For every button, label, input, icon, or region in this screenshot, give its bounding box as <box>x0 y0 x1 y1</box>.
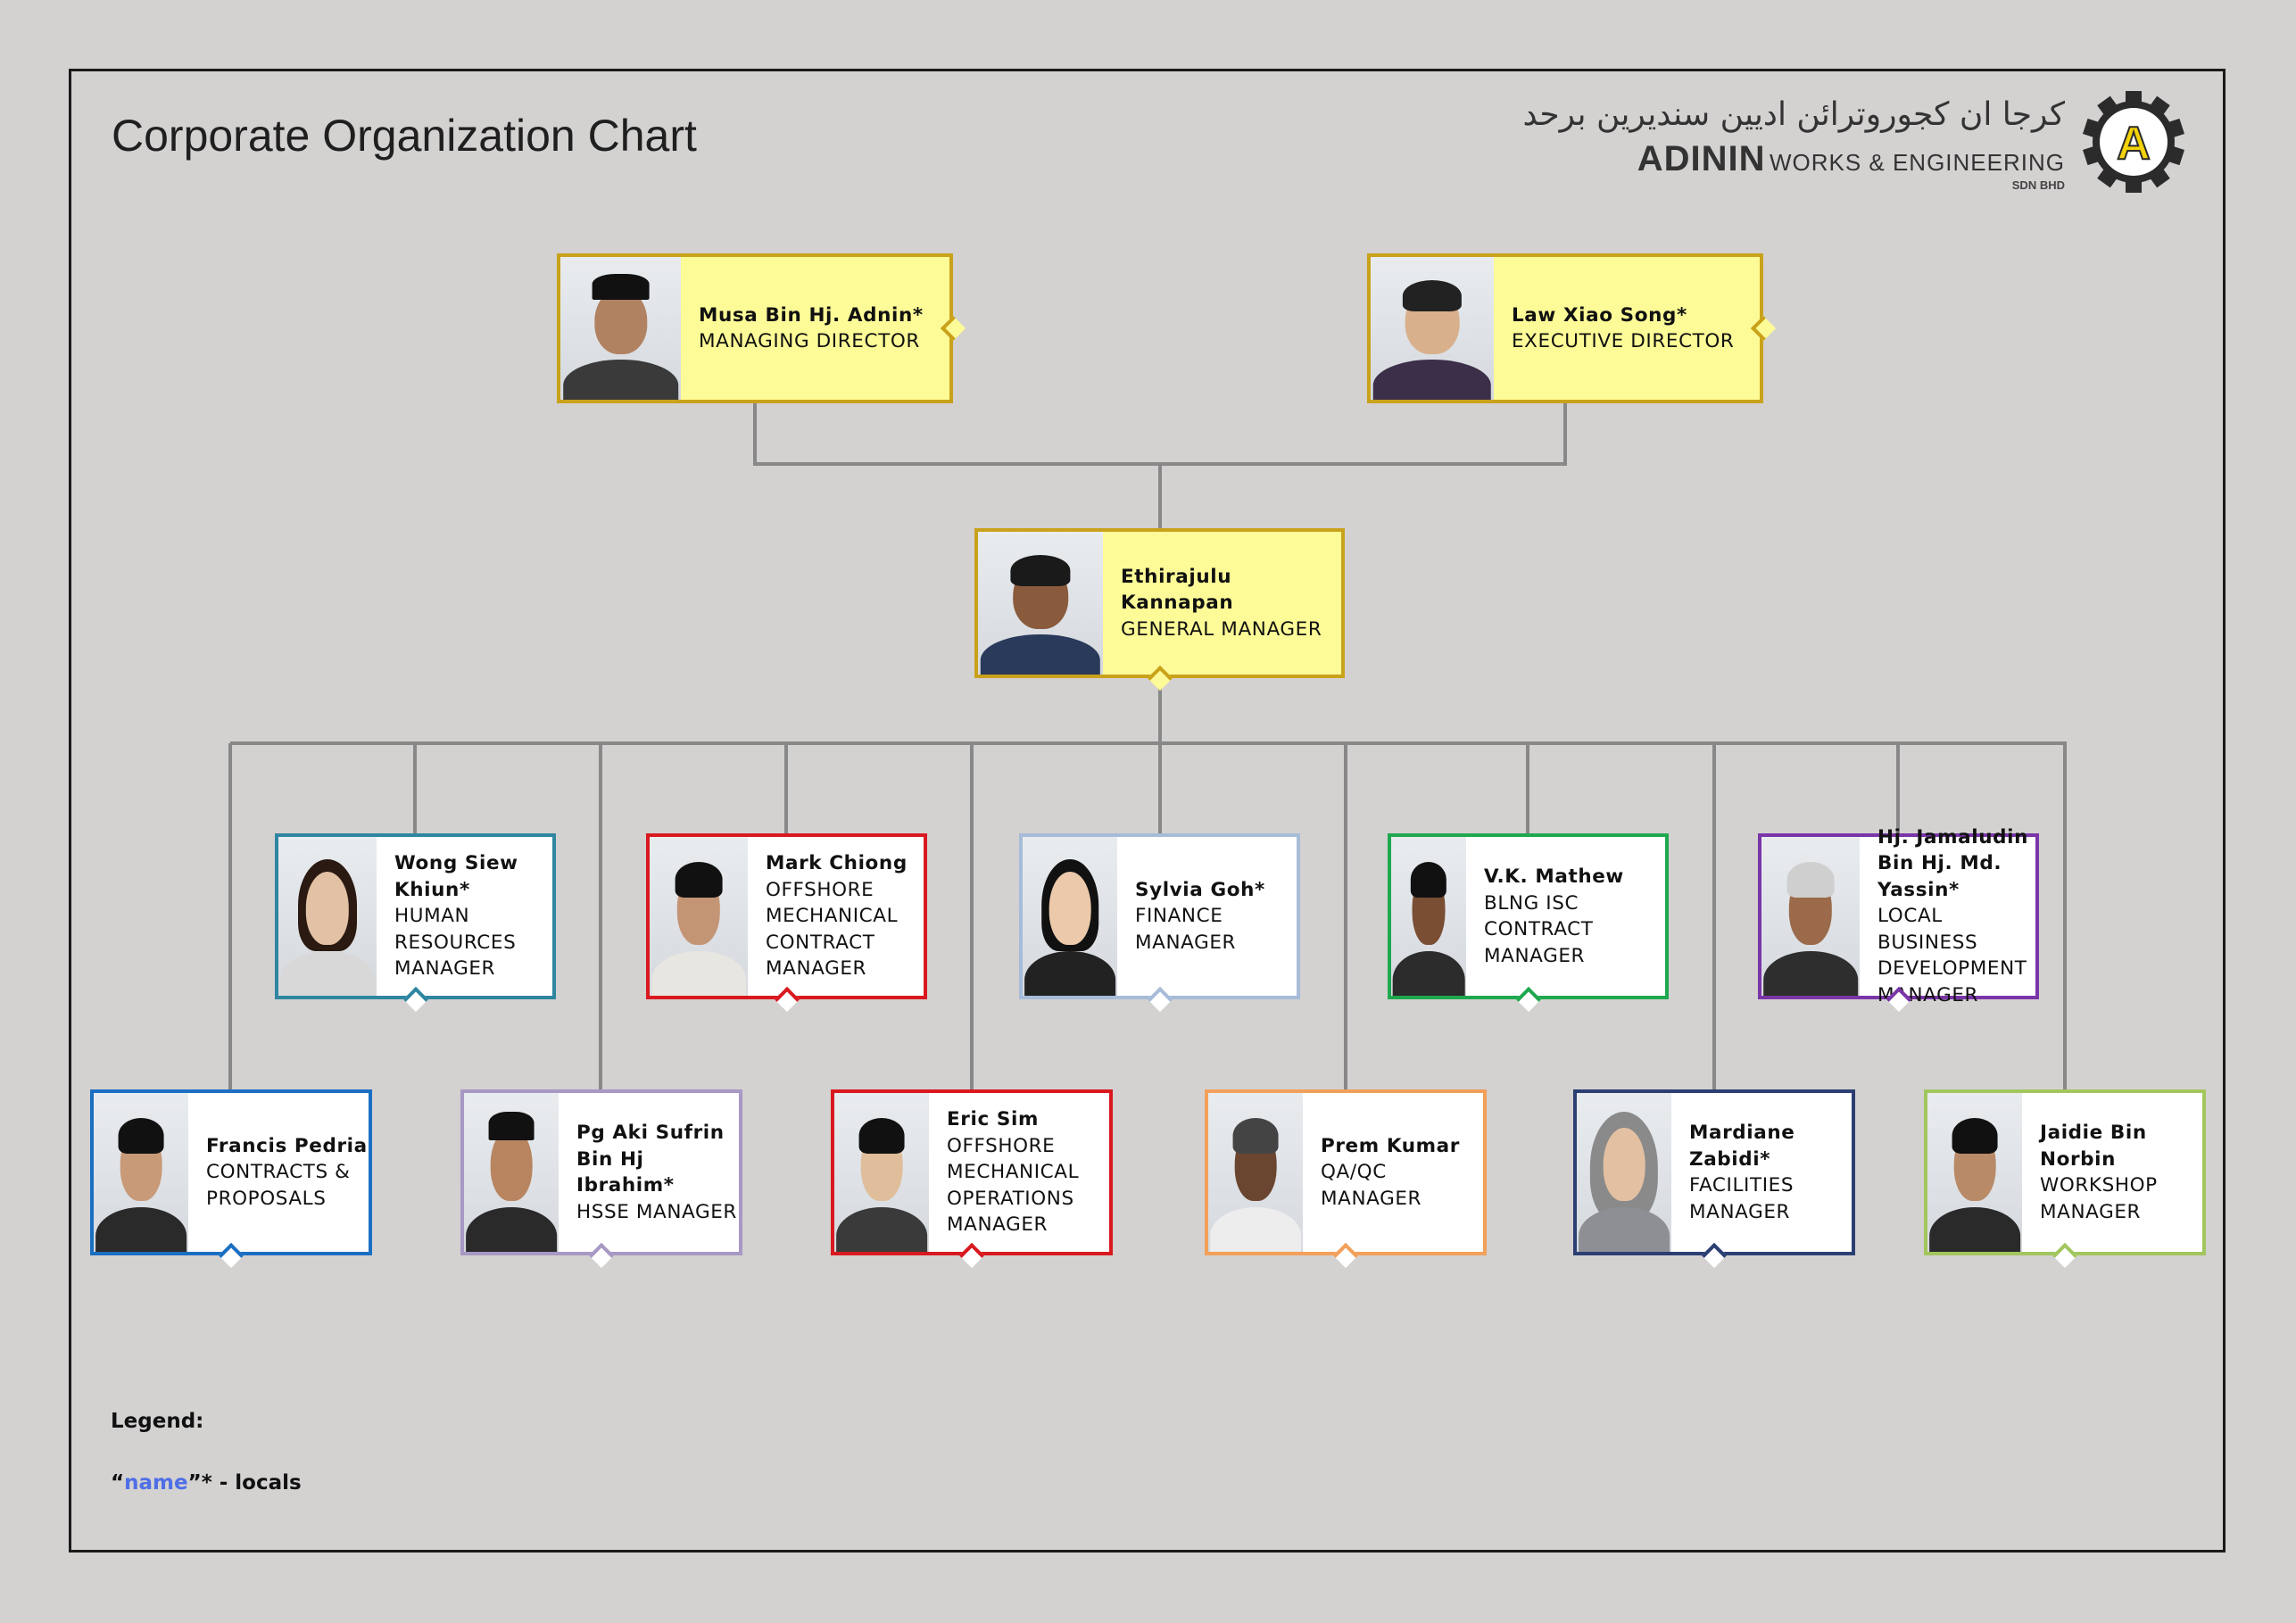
card-text: Mardiane Zabidi*FACILITIES MANAGER <box>1671 1093 1852 1252</box>
person-name: Hj. Jamaludin Bin Hj. Md. Yassin* <box>1877 825 2028 901</box>
person-name: Prem Kumar <box>1321 1134 1460 1157</box>
person-name: Eric Sim <box>947 1108 1039 1131</box>
person-role: OFFSHORE MECHANICAL OPERATIONS MANAGER <box>947 1134 1080 1237</box>
person-name: V.K. Mathew <box>1484 865 1624 888</box>
org-card-musa: Musa Bin Hj. Adnin* MANAGING DIRECTOR <box>557 253 966 403</box>
org-card-jamaludin: Hj. Jamaludin Bin Hj. Md. Yassin*LOCAL B… <box>1758 826 2039 1013</box>
person-name: Musa Bin Hj. Adnin* <box>699 303 924 327</box>
org-card-mardiane: Mardiane Zabidi*FACILITIES MANAGER <box>1573 1089 1855 1269</box>
card-text: Musa Bin Hj. Adnin* MANAGING DIRECTOR <box>681 257 949 400</box>
person-role: FACILITIES MANAGER <box>1689 1174 1795 1223</box>
portrait-photo <box>650 837 748 996</box>
portrait-photo <box>94 1093 188 1252</box>
person-name: Mark Chiong <box>766 852 908 875</box>
person-role: LOCAL BUSINESS DEVELOPMENT MANAGER <box>1877 905 2027 1006</box>
legend: Legend: “name”* - locals <box>111 1410 302 1495</box>
logo-brand-main: ADININ <box>1637 139 1766 178</box>
person-name: Ethirajulu Kannapan <box>1121 565 1234 615</box>
card-text: Wong Siew Khiun*HUMAN RESOURCES MANAGER <box>377 837 552 996</box>
portrait-photo <box>978 532 1103 675</box>
person-name: Jaidie Bin Norbin <box>2040 1122 2147 1171</box>
card-text: Sylvia Goh* FINANCE MANAGER <box>1117 837 1297 996</box>
legend-entry: “name”* - locals <box>111 1471 302 1495</box>
person-name: Pg Aki Sufrin Bin Hj Ibrahim* <box>576 1122 725 1197</box>
portrait-photo <box>560 257 681 400</box>
card-text: Hj. Jamaludin Bin Hj. Md. Yassin*LOCAL B… <box>1860 826 2035 1006</box>
chart-frame <box>69 69 2226 1553</box>
company-logo: كرجا ان كجوروترائن اديين سنديرين برحد AD… <box>1522 89 2186 201</box>
card-text: Pg Aki Sufrin Bin Hj Ibrahim* HSSE MANAGE… <box>559 1093 739 1252</box>
person-role: FINANCE MANAGER <box>1135 905 1237 954</box>
legend-sample-name: name <box>124 1471 188 1495</box>
person-role: QA/QC MANAGER <box>1321 1161 1422 1210</box>
person-name: Wong Siew Khiun* <box>394 852 518 901</box>
legend-open-quote: “ <box>111 1471 125 1495</box>
portrait-photo <box>834 1093 929 1252</box>
person-name: Sylvia Goh* <box>1135 878 1265 901</box>
person-name: Law Xiao Song* <box>1512 303 1687 327</box>
portrait-photo <box>1927 1093 2022 1252</box>
person-role: HUMAN RESOURCES MANAGER <box>394 905 517 981</box>
logo-brand: ADININ WORKS & ENGINEERING <box>1637 139 2065 179</box>
portrait-photo <box>1577 1093 1671 1252</box>
person-role: OFFSHORE MECHANICAL CONTRACT MANAGER <box>766 878 899 981</box>
gear-logo-letter: A <box>2117 118 2151 170</box>
legend-suffix: ”* - locals <box>187 1471 302 1495</box>
person-name: Francis Pedria <box>206 1134 368 1157</box>
gear-logo-icon: A <box>2083 91 2184 193</box>
logo-sdn-bhd: SDN BHD <box>2011 178 2065 192</box>
org-card-wong: Wong Siew Khiun*HUMAN RESOURCES MANAGER <box>275 833 556 1013</box>
person-role: GENERAL MANAGER <box>1121 617 1322 641</box>
person-role: EXECUTIVE DIRECTOR <box>1512 330 1735 352</box>
portrait-photo <box>278 837 377 996</box>
org-card-sylvia: Sylvia Goh* FINANCE MANAGER <box>1019 833 1300 1013</box>
person-role: WORKSHOP MANAGER <box>2040 1174 2158 1223</box>
portrait-photo <box>1208 1093 1303 1252</box>
person-role: BLNG ISC CONTRACT MANAGER <box>1484 891 1594 967</box>
org-card-law: Law Xiao Song* EXECUTIVE DIRECTOR <box>1367 253 1777 403</box>
portrait-photo <box>1023 837 1117 996</box>
portrait-photo <box>1391 837 1466 996</box>
person-role: MANAGING DIRECTOR <box>699 330 920 352</box>
portrait-photo <box>464 1093 559 1252</box>
person-name: Mardiane Zabidi* <box>1689 1122 1795 1171</box>
portrait-photo <box>1761 837 1860 996</box>
person-role: HSSE MANAGER <box>576 1200 737 1223</box>
legend-title: Legend: <box>111 1410 204 1433</box>
logo-brand-sub: WORKS & ENGINEERING <box>1769 149 2065 176</box>
card-text: Law Xiao Song* EXECUTIVE DIRECTOR <box>1494 257 1760 400</box>
logo-jawi-text: كرجا ان كجوروترائن اديين سنديرين برحد <box>1522 96 2065 133</box>
portrait-photo <box>1371 257 1494 400</box>
person-role: CONTRACTS & PROPOSALS <box>206 1161 351 1210</box>
org-card-pgaki: Pg Aki Sufrin Bin Hj Ibrahim* HSSE MANAGE… <box>460 1089 742 1269</box>
page-title: Corporate Organization Chart <box>112 111 697 161</box>
